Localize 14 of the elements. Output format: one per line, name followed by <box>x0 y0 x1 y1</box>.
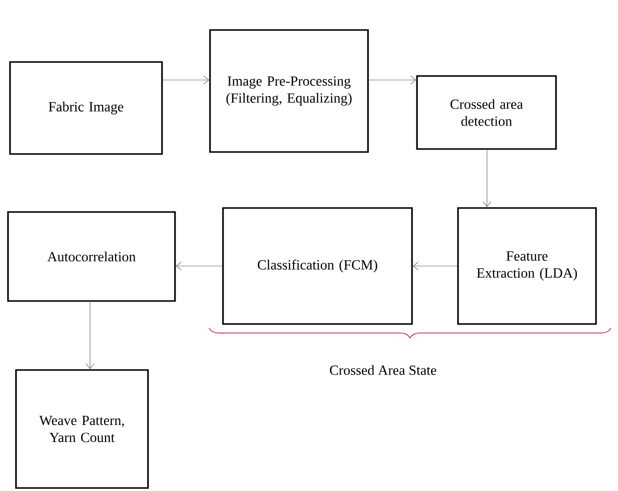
brace-label: Crossed Area State <box>330 365 436 375</box>
arrow <box>162 76 210 84</box>
process-box: Weave Pattern, Yarn Count <box>15 369 149 489</box>
process-box: Classification (FCM) <box>222 207 413 325</box>
process-box: Image Pre-Processing (Filtering, Equalizing) <box>209 29 369 153</box>
arrow <box>176 262 222 270</box>
process-box: Crossed area detection <box>416 75 557 150</box>
arrow <box>482 150 492 208</box>
arrow <box>86 302 94 370</box>
process-box: Fabric Image <box>9 61 163 155</box>
arrow <box>368 76 416 84</box>
process-box: Autocorrelation <box>7 211 176 302</box>
process-box: Feature Extraction (LDA) <box>457 207 597 325</box>
arrow <box>412 262 458 270</box>
